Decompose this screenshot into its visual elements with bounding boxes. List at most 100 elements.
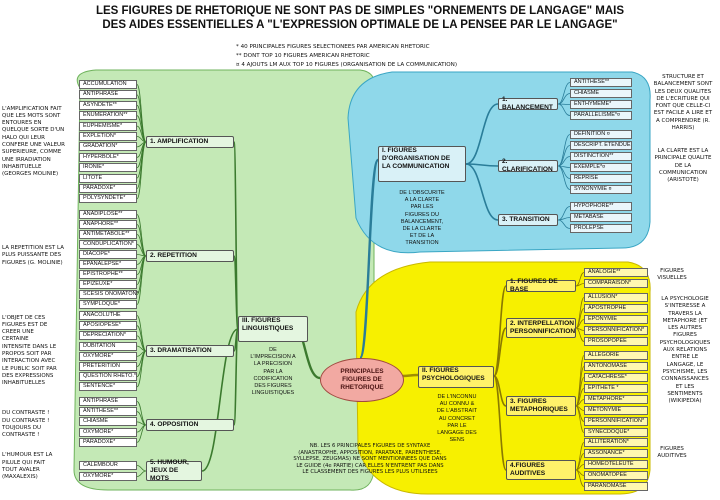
organisation-side-note-1-line: HARRIS) <box>671 125 695 132</box>
psychologiques-leaf: ANTONOMASE <box>584 362 648 371</box>
organisation-side-note-1-line: BALANCEMENT SONT <box>653 81 713 88</box>
linguistiques-side-note-line: DU CONTRASTE ! <box>2 410 50 417</box>
linguistiques-side-note-line: L'HUMOUR EST LA <box>2 452 53 459</box>
psychologiques-leaf: EPITHETE * <box>584 384 648 393</box>
link-linguistiques-leaf <box>136 350 147 388</box>
linguistiques-leaf: EXPLETION* <box>79 132 137 141</box>
linguistiques-side-note-line: CERTAINE <box>2 336 29 343</box>
link-linguistiques-group-4 <box>201 328 239 472</box>
page-header: LES FIGURES DE RHETORIQUE NE SONT PAS DE… <box>0 4 720 32</box>
organisation-leaf: DESCRIPT. ETENDUE <box>570 141 632 150</box>
bottom-note-line: LE CLASSEMENT DES FIGURES LES PLUS UTILI… <box>302 469 438 476</box>
linguistiques-leaf: ANTIPHRASE <box>79 90 137 100</box>
linguistiques-category: 1. AMPLIFICATION <box>146 136 234 148</box>
linguistiques-leaf: GRADATION* <box>79 142 137 152</box>
organisation-side-note-2-line: PRINCIPALE QUALITE <box>654 155 712 162</box>
organisation-leaf: EXEMPLE*¤ <box>570 163 632 172</box>
psychologiques-leaf: PARANOMASE <box>584 482 648 491</box>
link-linguistiques-leaf <box>136 470 147 477</box>
organisation-leaf: PARALLELISME*¤ <box>570 111 632 120</box>
organisation-leaf: ANTITHESE** <box>570 78 632 87</box>
link-linguistiques-leaf <box>136 141 147 200</box>
title-line-2: DES AIDES ESSENTIELLES A "L'EXPRESSION O… <box>102 19 618 31</box>
link-linguistiques-leaf <box>136 424 147 443</box>
linguistiques-side-note-line: ENTOURES EN <box>2 120 42 127</box>
link-center-psychologiques <box>401 373 419 378</box>
psychologiques-leaf: METAPHORE* <box>584 395 648 404</box>
linguistiques-side-note-line: LE PUBLIC SOIT PAR <box>2 365 57 372</box>
organisation-category: 2. CLARIFICATION <box>498 158 558 173</box>
linguistiques-leaf: ASYNDETE** <box>79 100 137 110</box>
link-organisation-group-1 <box>465 163 499 167</box>
linguistiques-leaf: SENTENCE* <box>79 382 137 392</box>
linguistiques-leaf: EUPHEMISME* <box>79 121 137 131</box>
linguistiques-leaf: POLYSYNDETE* <box>79 194 137 204</box>
linguistiques-leaf: APOSIOPESE* <box>79 321 137 331</box>
linguistiques-leaf: ANTITHESE** <box>79 407 137 417</box>
link-organisation-leaf <box>557 103 571 116</box>
linguistiques-side-note-line: TOUT AVALER <box>2 466 40 473</box>
linguistiques-leaf: DIACOPE* <box>79 250 137 259</box>
linguistiques-leaf: OXYMORE* <box>79 472 137 481</box>
organisation-note-line: A LA CLARTE <box>404 197 440 204</box>
psychologiques-side-note-psycho-line: PSYCHOLOGIQUES <box>659 339 711 346</box>
linguistiques-side-note-line: TOUJOURS DU <box>2 424 42 431</box>
organisation-side-note-1-line: DE L'ECRITURE QUI <box>656 95 710 102</box>
organisation-leaf: REPRISE <box>570 174 632 183</box>
linguistiques-main-line: III. FIGURES <box>242 317 281 324</box>
linguistiques-side-note-line: (MAXALEXIS) <box>2 474 38 481</box>
psychologiques-note-line: AU CONNU & <box>439 401 475 408</box>
psychologiques-leaf: ASSONANCE* <box>584 449 648 458</box>
psychologiques-note-line: DE L'ABSTRAIT <box>436 408 478 415</box>
bottom-note-line: (ANASTROPHE, APPOSITION, PARATAXE, PAREN… <box>298 449 442 456</box>
linguistiques-note-line: PAR LA <box>263 368 283 375</box>
linguistiques-leaf: CONDUPLICATION* <box>79 240 137 249</box>
linguistiques-side-note-line: L'AMPLIFICATION FAIT <box>2 105 62 112</box>
organisation-side-note-1-line: STRUCTURE ET <box>662 74 704 80</box>
link-psychologiques-group-1 <box>493 327 507 377</box>
psychologiques-main-line: II. FIGURES <box>422 367 459 374</box>
linguistiques-note-line: LA PRECISION <box>253 361 293 368</box>
organisation-side-note-2-line: LA CLARTE EST LA <box>657 148 709 154</box>
psychologiques-leaf: CATACHRESE* <box>584 373 648 382</box>
psychologiques-note-line: DE L'INCONNU <box>437 394 477 400</box>
organisation-note-line: ET DE LA <box>409 233 435 240</box>
link-psychologiques-leaf <box>575 405 585 433</box>
linguistiques-side-note-line: LA REPETITION EST LA <box>2 245 64 252</box>
organisation-note-line: FIGURES DU <box>405 211 439 218</box>
linguistiques-leaf: QUESTION RHETO.* <box>79 372 137 382</box>
link-psychologiques-leaf <box>575 327 585 342</box>
linguistiques-leaf: OXYMORE* <box>79 427 137 437</box>
organisation-note-line: PAR LES <box>410 204 434 211</box>
linguistiques-leaf: CALEMBOUR <box>79 461 137 470</box>
organisation-main-line: I. FIGURES <box>382 147 417 154</box>
psychologiques-leaf: SYNECDOQUE* <box>584 428 648 437</box>
linguistiques-leaf: ANAPHORE** <box>79 220 137 229</box>
organisation-side-note-1-line: LES DEUX QUALITES <box>654 88 712 95</box>
organisation-side-note-1-line: EST FACILE A LIRE ET <box>653 110 713 117</box>
link-organisation-leaf <box>557 219 571 229</box>
linguistiques-leaf: HYPERBOLE* <box>79 152 137 162</box>
link-psychologiques-leaf <box>575 469 585 487</box>
linguistiques-category: 4. OPPOSITION <box>146 419 234 431</box>
psychologiques-side-note-psycho-line: LANGAGE, LE <box>666 361 704 368</box>
linguistiques-leaf: ANACOLUTHE <box>79 311 137 320</box>
psychologiques-leaf: ONOMATOPEE <box>584 471 648 480</box>
bottom-note-line: NB. LES 6 PRINCIPALES FIGURES DE SYNTAXE <box>309 443 431 449</box>
linguistiques-side-note-line: INTERACTION AVEC <box>2 358 56 365</box>
link-psychologiques-leaf <box>575 283 585 287</box>
psychologiques-leaf: METONYMIE <box>584 406 648 415</box>
center-line: PRINCIPALES <box>340 368 384 375</box>
legend-note-line: ** DONT TOP 10 FIGURES AMERICAN RHETORIC <box>236 53 370 60</box>
linguistiques-side-note-line: UNE IRRADIATION <box>2 156 51 163</box>
linguistiques-category: 5. HUMOUR, JEUX DE MOTS <box>146 459 202 482</box>
linguistiques-side-note-line: PROPOS SOIT PAR <box>2 350 52 357</box>
psychologiques-side-note-psycho-line: SENTIMENTS <box>667 390 703 397</box>
